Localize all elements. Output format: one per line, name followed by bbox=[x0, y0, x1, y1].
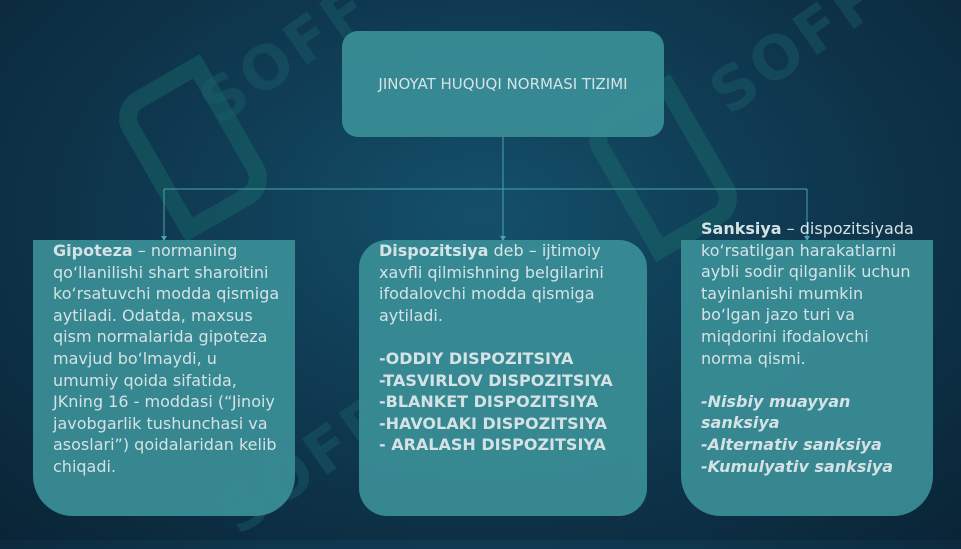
sanksiya-node: Sanksiya – dispozitsiyada ko‘rsatilgan h… bbox=[681, 219, 933, 516]
sanksiya-term: Sanksiya bbox=[701, 219, 782, 238]
gipoteza-text: – normaning qo‘llanilishi shart sharoiti… bbox=[53, 241, 280, 476]
sanksiya-type: -Nisbiy muayyan sanksiya bbox=[701, 391, 851, 433]
dispozitsiya-type: -ODDIY DISPOZITSIYA bbox=[379, 348, 574, 368]
sanksiya-type: -Alternativ sanksiya bbox=[701, 434, 882, 454]
dispozitsiya-type: -BLANKET DISPOZITSIYA bbox=[379, 392, 599, 412]
sanksiya-type: -Kumulyativ sanksiya bbox=[701, 456, 894, 476]
dispozitsiya-text: deb – ijtimoiy xavfli qilmishning belgil… bbox=[379, 241, 604, 325]
dispozitsiya-type: - ARALASH DISPOZITSIYA bbox=[379, 435, 606, 455]
sanksiya-text: – dispozitsiyada ko‘rsatilgan harakatlar… bbox=[701, 219, 914, 368]
gipoteza-term: Gipoteza bbox=[53, 241, 133, 260]
dispozitsiya-term: Dispozitsiya bbox=[379, 241, 489, 260]
root-node: JINOYAT HUQUQI NORMASI TIZIMI bbox=[342, 31, 664, 137]
gipoteza-node: Gipoteza – normaning qo‘llanilishi shart… bbox=[33, 240, 295, 516]
dispozitsiya-type: -HAVOLAKI DISPOZITSIYA bbox=[379, 413, 607, 433]
dispozitsiya-type: -TASVIRLOV DISPOZITSIYA bbox=[379, 370, 613, 390]
dispozitsiya-node: Dispozitsiya deb – ijtimoiy xavfli qilmi… bbox=[359, 240, 647, 516]
root-title: JINOYAT HUQUQI NORMASI TIZIMI bbox=[378, 75, 628, 93]
